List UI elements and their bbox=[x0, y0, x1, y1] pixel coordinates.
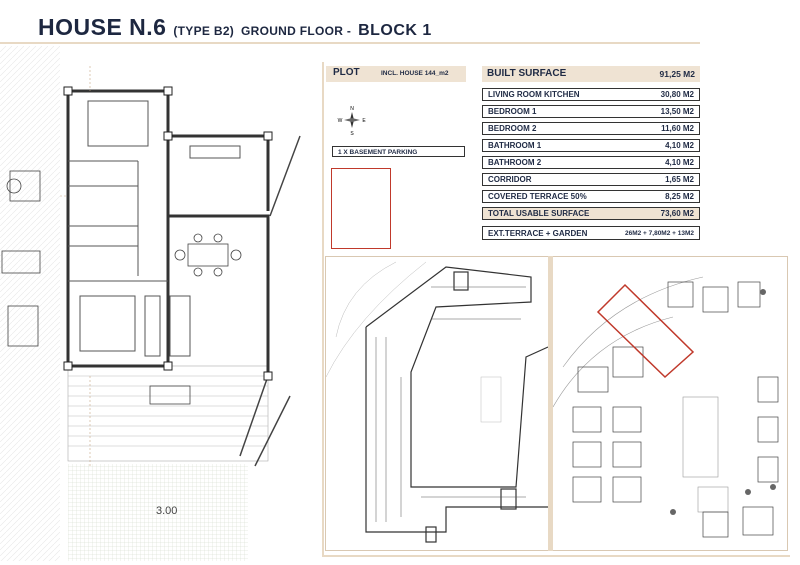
compass-n: N bbox=[350, 106, 354, 112]
title-floor: GROUND FLOOR - bbox=[240, 24, 352, 38]
compass-e: E bbox=[362, 118, 366, 124]
row-value: 1,65 M2 bbox=[665, 175, 694, 184]
compass-w: W bbox=[338, 118, 343, 124]
header-divider bbox=[0, 42, 700, 44]
table-row: BEDROOM 2 11,60 M2 bbox=[482, 122, 700, 135]
floor-plan-drawing bbox=[0, 46, 320, 561]
plot-header-bar bbox=[326, 66, 466, 82]
built-surface-value: 91,25 M2 bbox=[659, 69, 695, 79]
parking-label: 1 X BASEMENT PARKING bbox=[332, 146, 465, 157]
row-value: 8,25 M2 bbox=[665, 192, 694, 201]
table-row: CORRIDOR 1,65 M2 bbox=[482, 173, 700, 186]
page-title: HOUSE N.6 (TYPE B2) GROUND FLOOR - BLOCK… bbox=[38, 14, 432, 41]
title-main: HOUSE N.6 bbox=[38, 14, 167, 40]
ext-terrace-row: EXT.TERRACE + GARDEN 26M2 + 7,80M2 + 13M… bbox=[482, 226, 700, 240]
block-site-map bbox=[553, 276, 779, 538]
row-value: 4,10 M2 bbox=[665, 141, 694, 150]
built-surface-row: BUILT SURFACE 91,25 M2 bbox=[482, 66, 700, 82]
bottom-divider bbox=[322, 555, 790, 557]
row-label: BEDROOM 1 bbox=[488, 107, 537, 116]
row-value: 4,10 M2 bbox=[665, 158, 694, 167]
row-label: TOTAL USABLE SURFACE bbox=[488, 209, 590, 218]
row-label: LIVING ROOM KITCHEN bbox=[488, 90, 580, 99]
title-block: BLOCK 1 bbox=[358, 22, 432, 39]
compass-s: S bbox=[350, 131, 354, 137]
row-value: 73,60 M2 bbox=[660, 209, 694, 218]
table-row: BEDROOM 1 13,50 M2 bbox=[482, 105, 700, 118]
table-row: COVERED TERRACE 50% 8,25 M2 bbox=[482, 190, 700, 203]
row-label: COVERED TERRACE 50% bbox=[488, 192, 587, 201]
basement-parking-map bbox=[326, 261, 548, 543]
row-value: 30,80 M2 bbox=[660, 90, 694, 99]
row-label: BEDROOM 2 bbox=[488, 124, 537, 133]
plot-included-area: INCL. HOUSE 144_m2 bbox=[381, 70, 449, 77]
dimension-label: 3.00 bbox=[156, 505, 178, 517]
built-surface-label: BUILT SURFACE bbox=[487, 68, 567, 79]
title-type: (TYPE B2) bbox=[173, 24, 235, 38]
site-map-frame bbox=[325, 256, 788, 551]
ext-value: 26M2 + 7,80M2 + 13M2 bbox=[624, 230, 694, 237]
row-value: 11,60 M2 bbox=[661, 124, 694, 133]
row-label: BATHROOM 2 bbox=[488, 158, 542, 167]
site-map-divider bbox=[548, 256, 553, 551]
table-row: LIVING ROOM KITCHEN 30,80 M2 bbox=[482, 88, 700, 101]
highlight-block-outline bbox=[596, 283, 695, 379]
row-label: CORRIDOR bbox=[488, 175, 532, 184]
table-row: BATHROOM 1 4,10 M2 bbox=[482, 139, 700, 152]
parking-highlight-box bbox=[331, 168, 391, 249]
plot-label: PLOT bbox=[333, 67, 360, 78]
table-row: BATHROOM 2 4,10 M2 bbox=[482, 156, 700, 169]
compass-icon: N E S W bbox=[338, 106, 367, 137]
panel-divider bbox=[322, 62, 324, 557]
ext-label: EXT.TERRACE + GARDEN bbox=[488, 229, 588, 238]
row-label: BATHROOM 1 bbox=[488, 141, 542, 150]
row-value: 13,50 M2 bbox=[660, 107, 694, 116]
total-usable-row: TOTAL USABLE SURFACE 73,60 M2 bbox=[482, 207, 700, 220]
